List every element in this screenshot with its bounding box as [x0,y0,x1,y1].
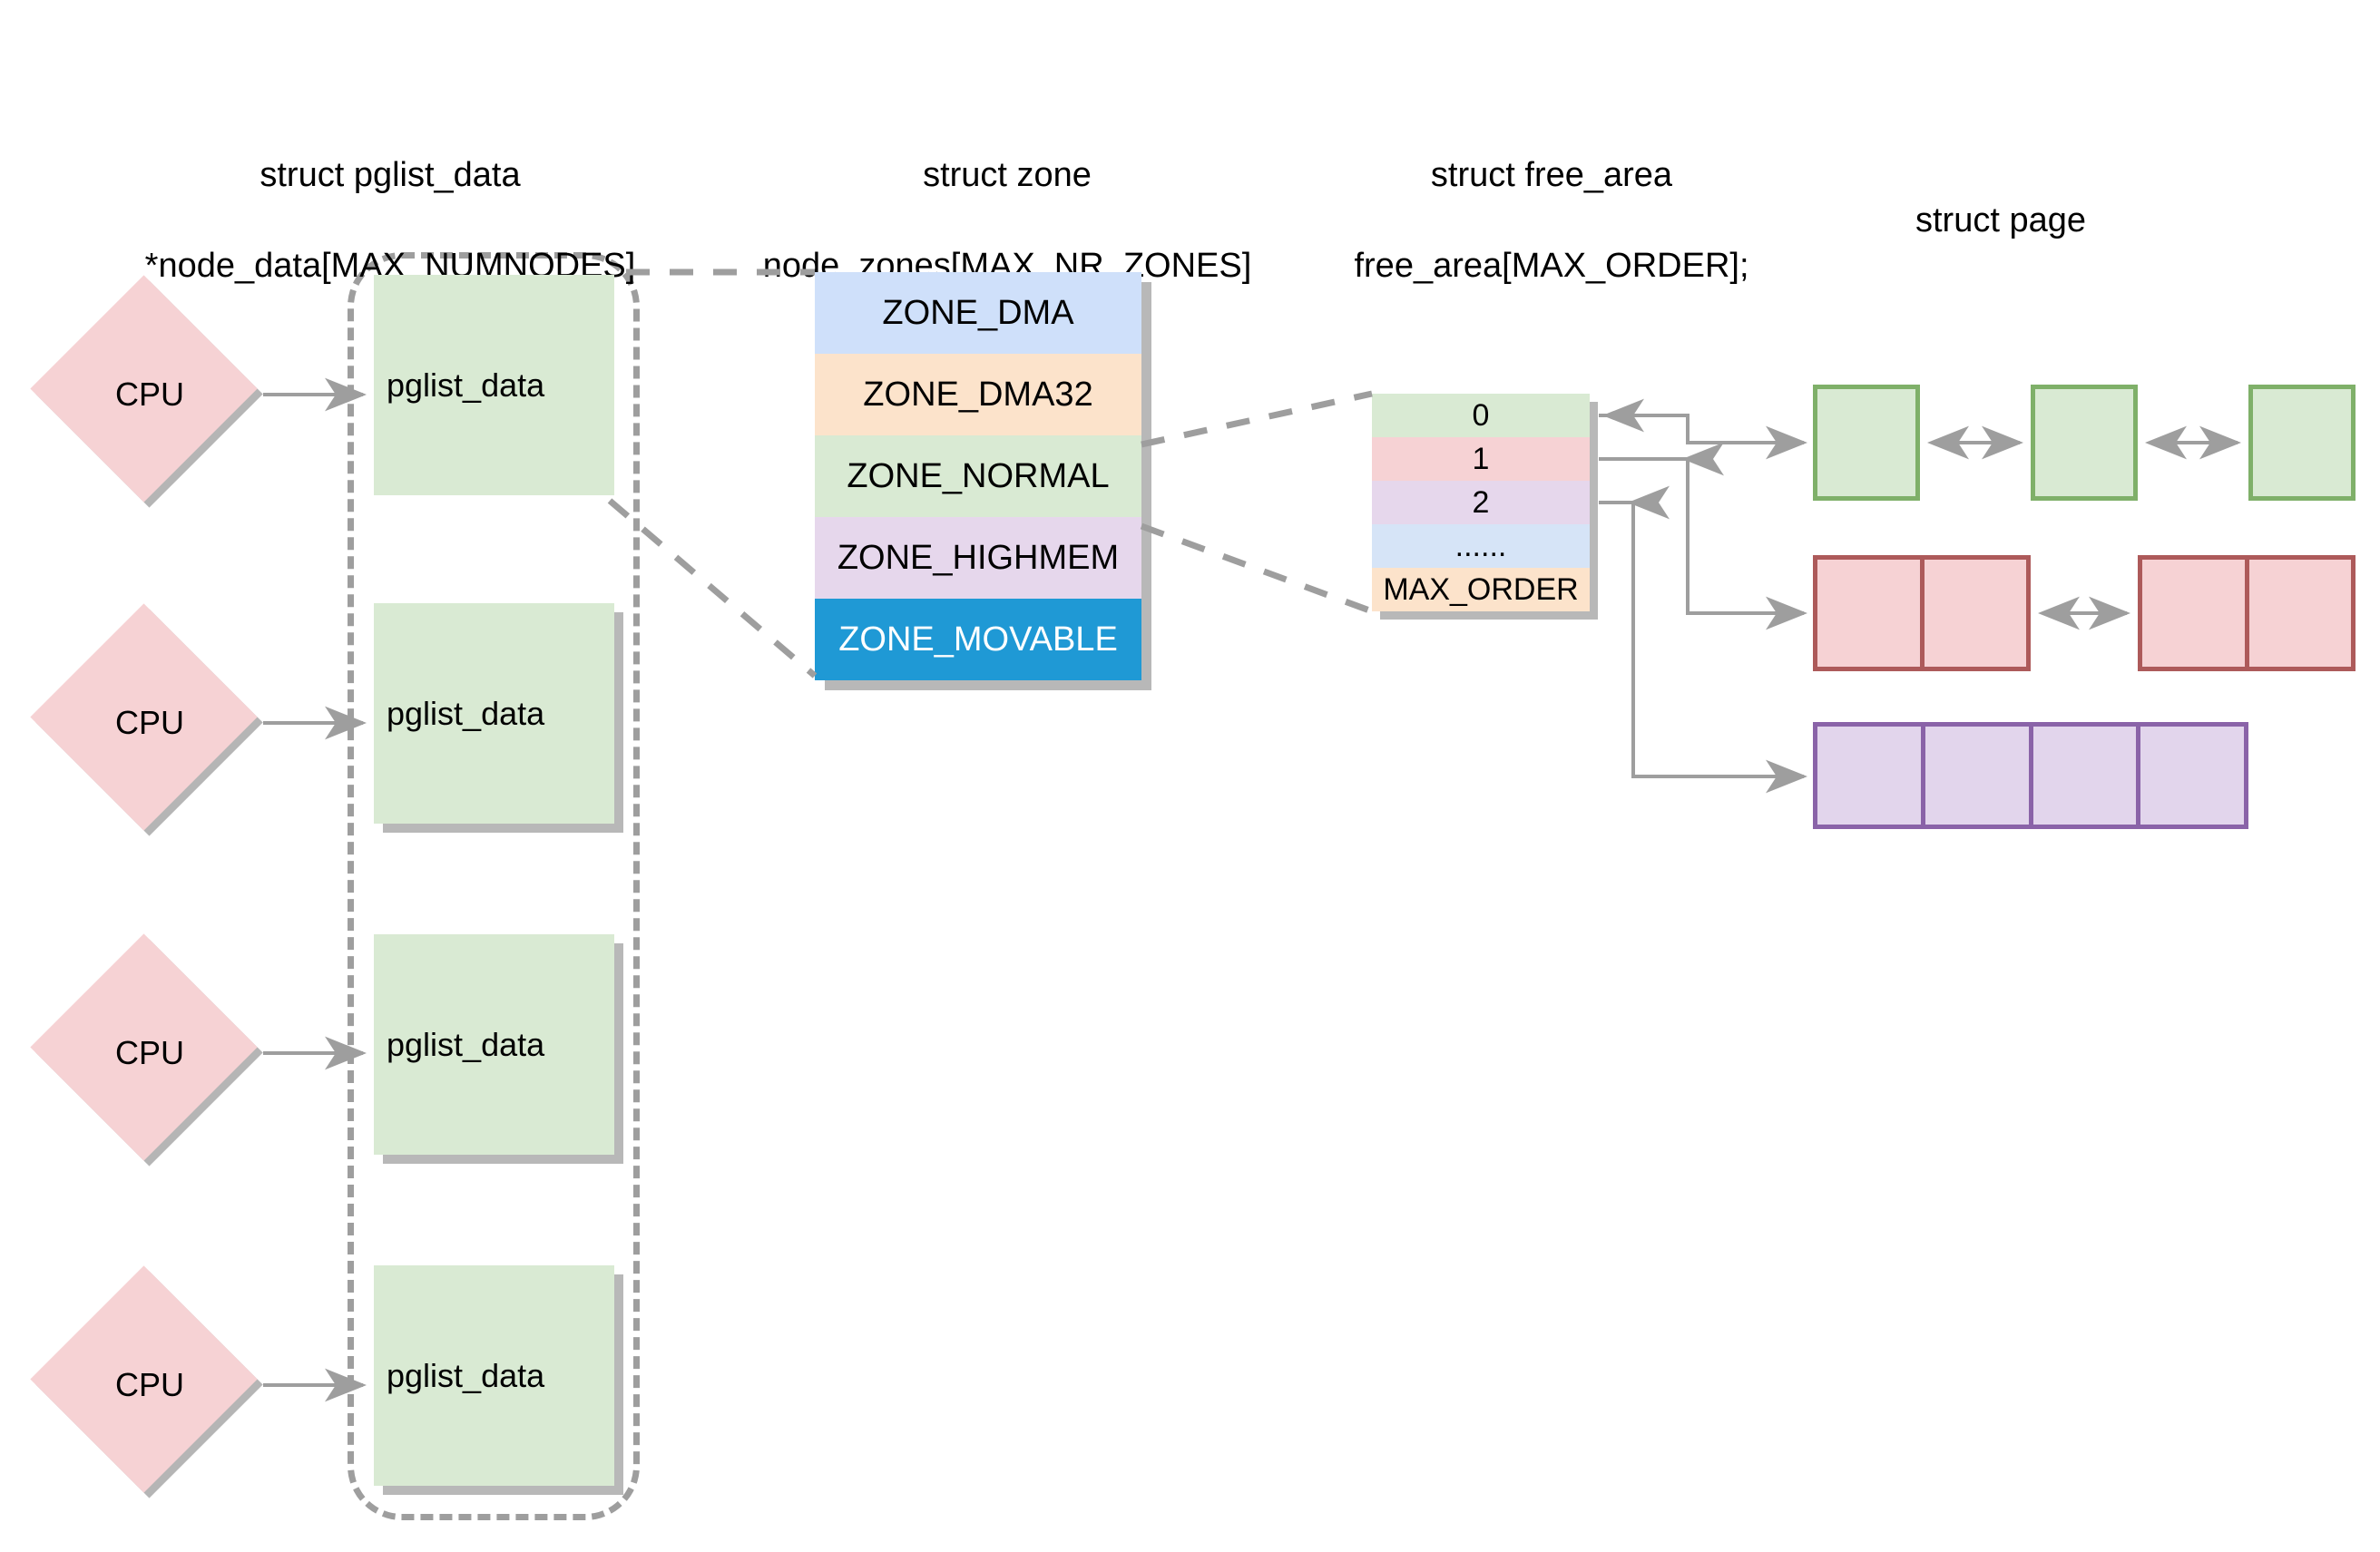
zone-stack: ZONE_DMA ZONE_DMA32 ZONE_NORMAL ZONE_HIG… [815,272,1141,680]
zone-row-movable: ZONE_MOVABLE [815,599,1141,680]
header-line1: struct zone [923,156,1092,194]
free-area-stack: 0 1 2 ...... MAX_ORDER [1372,394,1590,611]
free-area-to-page-arrow [1599,398,1807,794]
cpu-label: CPU [114,376,184,413]
header-struct-page: struct page [1806,152,2196,288]
struct-page-cell [1817,727,1921,825]
cpu-label: CPU [114,1366,184,1403]
cpu-label: CPU [114,1034,184,1071]
pglist-data-label: pglist_data [387,694,545,732]
pglist-data-node-0: pglist_data [374,275,614,495]
struct-page-cell [1919,560,2027,667]
struct-page-cell [2035,389,2133,496]
cpu-node-2: CPU [30,933,263,1166]
free-area-row-max-order: MAX_ORDER [1372,568,1590,611]
pglist-data-label: pglist_data [387,1356,545,1394]
free-area-row-order-1: 1 [1372,437,1590,481]
header-line1: struct page [1915,201,2086,239]
header-line2: free_area[MAX_ORDER]; [1354,247,1749,285]
struct-page-block-order0-c [2248,385,2356,501]
header-line1: struct free_area [1430,156,1673,194]
free-area-label: MAX_ORDER [1383,571,1579,607]
struct-page-block-order2-a [1813,722,2248,829]
node-data-array-container [348,252,640,1520]
header-struct-free-area: struct free_area free_area[MAX_ORDER]; [1298,107,1806,334]
pglist-data-node-3: pglist_data [374,1265,614,1486]
cpu-label: CPU [114,704,184,741]
cpu-node-0: CPU [30,275,263,508]
struct-page-block-order0-a [1813,385,1920,501]
pglist-data-label: pglist_data [387,1025,545,1063]
struct-page-cell [1817,560,1920,667]
struct-page-cell [2136,727,2244,825]
header-line1: struct pglist_data [260,156,521,194]
pglist-data-node-1: pglist_data [374,603,614,824]
free-area-label: 0 [1472,397,1490,433]
free-area-label: 2 [1472,484,1490,520]
pglist-data-node-2: pglist_data [374,934,614,1155]
struct-page-block-order1-b [2138,555,2356,671]
zone-label: ZONE_NORMAL [847,456,1110,495]
struct-page-cell [2142,560,2245,667]
free-area-label: ...... [1454,528,1507,563]
zone-label: ZONE_MOVABLE [838,620,1118,659]
free-area-row-order-0: 0 [1372,394,1590,437]
struct-page-block-order0-b [2031,385,2138,501]
struct-page-cell [1817,389,1915,496]
struct-page-cell [2253,389,2351,496]
zone-label: ZONE_DMA32 [863,375,1093,414]
zone-to-free-area-dashed [1140,390,1374,615]
zone-row-normal: ZONE_NORMAL [815,435,1141,517]
struct-page-cell [2244,560,2352,667]
cpu-node-3: CPU [30,1265,263,1498]
free-area-row-ellipsis: ...... [1372,524,1590,568]
zone-row-highmem: ZONE_HIGHMEM [815,517,1141,599]
cpu-node-1: CPU [30,603,263,836]
free-area-row-order-2: 2 [1372,481,1590,524]
struct-page-cell [1920,727,2029,825]
struct-page-cell [2028,727,2137,825]
pglist-data-label: pglist_data [387,366,545,404]
zone-label: ZONE_DMA [882,293,1074,332]
zone-row-dma32: ZONE_DMA32 [815,354,1141,435]
struct-page-block-order1-a [1813,555,2031,671]
zone-row-dma: ZONE_DMA [815,272,1141,354]
zone-label: ZONE_HIGHMEM [837,538,1120,577]
free-area-label: 1 [1472,441,1490,476]
